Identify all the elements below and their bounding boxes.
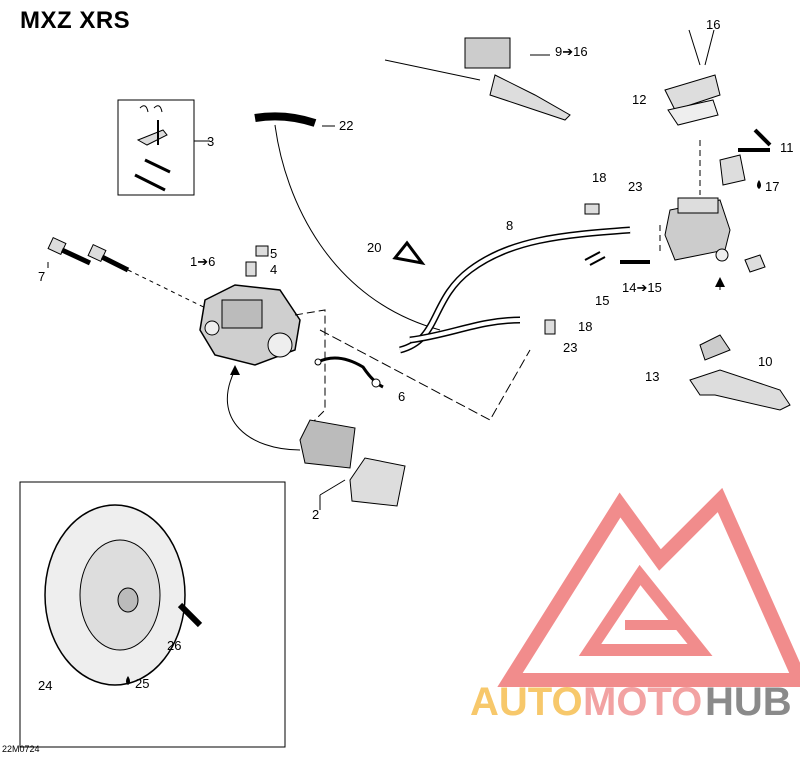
callout-9-16: 9➔16 xyxy=(555,44,588,59)
callout-14-15: 14➔15 xyxy=(622,280,662,295)
part-7-bolts xyxy=(47,236,231,321)
part-6-hose xyxy=(314,356,384,389)
callout-17: 17 xyxy=(765,179,779,194)
callout-6: 6 xyxy=(398,389,405,404)
callout-2: 2 xyxy=(312,507,319,522)
callout-23-top: 23 xyxy=(628,179,642,194)
callout-7: 7 xyxy=(38,269,45,284)
callout-11: 11 xyxy=(780,140,794,155)
watermark-hub: HUB xyxy=(705,680,792,724)
callout-26: 26 xyxy=(167,638,181,653)
part-10-lever xyxy=(689,277,791,411)
part-9-master-cylinder-top xyxy=(384,37,571,121)
part-3-kit-box xyxy=(117,99,210,196)
callout-12: 12 xyxy=(632,92,646,107)
caliper-assembly xyxy=(199,245,326,431)
callout-16: 16 xyxy=(706,17,720,32)
fluid-drop-icon xyxy=(757,180,761,189)
callout-8: 8 xyxy=(506,218,513,233)
figure-code: 22M0724 xyxy=(2,744,40,754)
callout-13: 13 xyxy=(645,369,659,384)
callout-18-bottom: 18 xyxy=(578,319,592,334)
callout-10: 10 xyxy=(758,354,772,369)
watermark-auto: AUTO xyxy=(470,680,583,724)
part-8-brake-line xyxy=(398,226,631,354)
fluid-drop-icon xyxy=(126,676,130,685)
callout-22: 22 xyxy=(339,118,353,133)
callout-24: 24 xyxy=(38,678,52,693)
watermark-moto: MOTO xyxy=(583,680,702,724)
part-17-master-cylinder xyxy=(664,29,772,273)
callout-3: 3 xyxy=(207,134,214,149)
callout-25: 25 xyxy=(135,676,149,691)
watermark-logo xyxy=(497,487,800,687)
callout-20: 20 xyxy=(367,240,381,255)
diagram-title: MXZ XRS xyxy=(20,7,131,34)
callout-1-6: 1➔6 xyxy=(190,254,215,269)
callout-23-bottom: 23 xyxy=(563,340,577,355)
brake-disc-inset xyxy=(19,481,286,748)
callout-5: 5 xyxy=(270,246,277,261)
callout-15: 15 xyxy=(595,293,609,308)
callout-18-top: 18 xyxy=(592,170,606,185)
part-2-brake-pads xyxy=(299,419,406,510)
callout-4: 4 xyxy=(270,262,277,277)
